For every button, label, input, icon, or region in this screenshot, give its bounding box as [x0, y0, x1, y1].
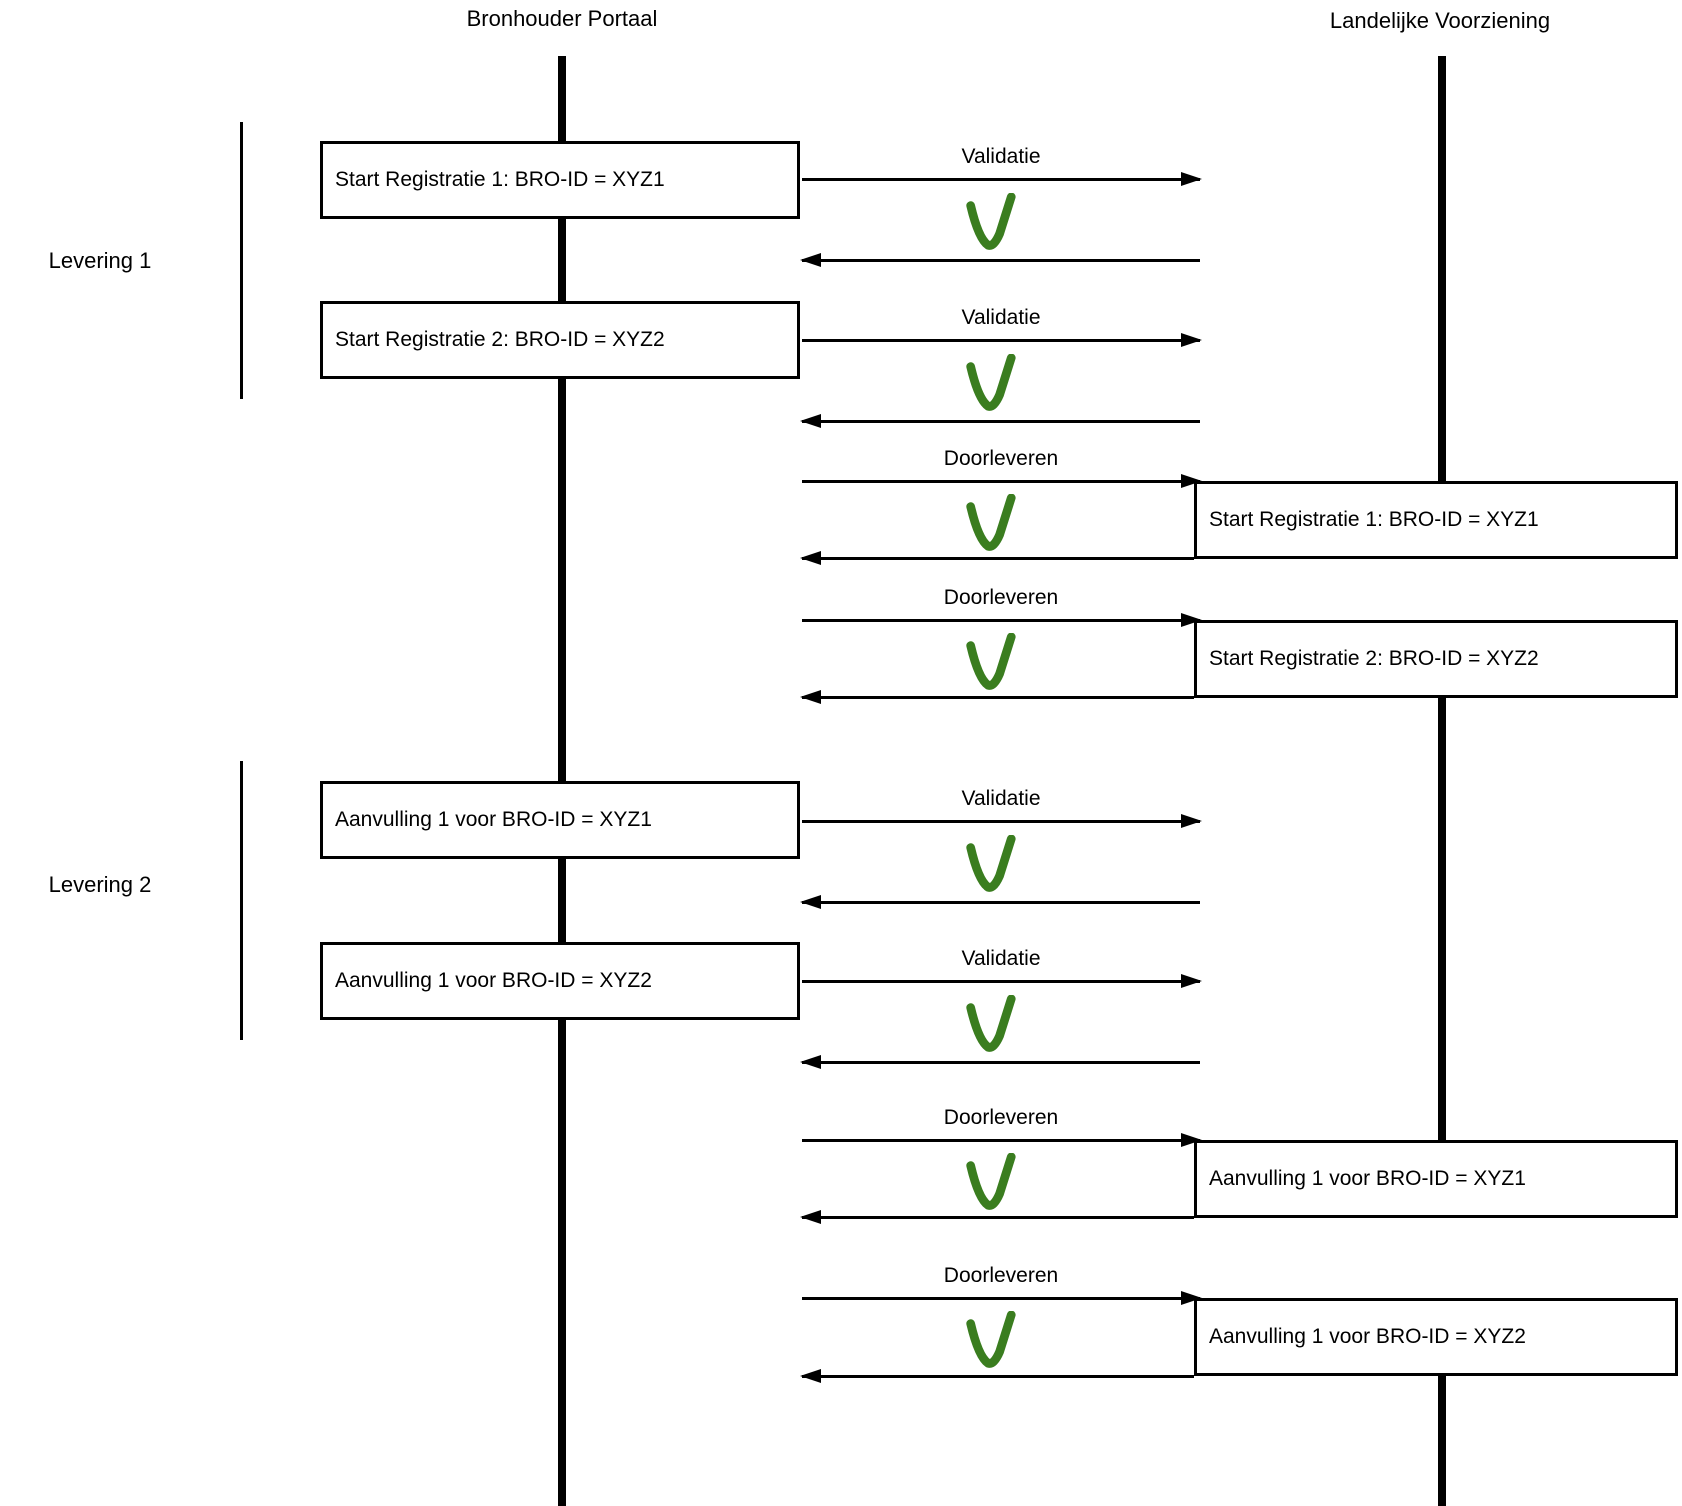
lifeline-landelijke-voorziening-segment-1: [1438, 56, 1446, 482]
request-arrow: [802, 474, 1202, 488]
message-label-doorleveren: Doorleveren: [943, 447, 1059, 470]
request-arrow: [802, 613, 1202, 627]
success-check-icon: [966, 1153, 1016, 1210]
left-box-label: Start Registratie 1: BRO-ID = XYZ1: [335, 168, 665, 191]
success-check-icon: [966, 1311, 1016, 1368]
request-arrow: [802, 974, 1202, 988]
left-box-label: Aanvulling 1 voor BRO-ID = XYZ1: [335, 808, 652, 831]
request-arrow: [802, 1133, 1202, 1147]
left-box-start-registratie-1: Start Registratie 1: BRO-ID = XYZ1: [320, 141, 800, 219]
response-arrow: [800, 1055, 1200, 1069]
levering-1-label: Levering 1: [48, 248, 152, 273]
response-arrow: [800, 1369, 1194, 1383]
response-arrow: [800, 1210, 1194, 1224]
right-box-label: Start Registratie 1: BRO-ID = XYZ1: [1209, 508, 1539, 531]
request-arrow: [802, 333, 1202, 347]
request-arrow: [802, 1291, 1202, 1305]
levering-1-bracket: [240, 122, 243, 399]
success-check-icon: [966, 995, 1016, 1052]
right-box-label: Start Registratie 2: BRO-ID = XYZ2: [1209, 647, 1539, 670]
message-label-validatie: Validatie: [961, 306, 1041, 329]
levering-2-bracket: [240, 761, 243, 1040]
left-box-label: Start Registratie 2: BRO-ID = XYZ2: [335, 328, 665, 351]
levering-2-label: Levering 2: [48, 872, 152, 897]
message-label-doorleveren: Doorleveren: [943, 1264, 1059, 1287]
message-label-doorleveren: Doorleveren: [943, 1106, 1059, 1129]
message-label-validatie: Validatie: [961, 947, 1041, 970]
right-box-label: Aanvulling 1 voor BRO-ID = XYZ2: [1209, 1325, 1526, 1348]
message-label-validatie: Validatie: [961, 787, 1041, 810]
right-box-label: Aanvulling 1 voor BRO-ID = XYZ1: [1209, 1167, 1526, 1190]
left-box-start-registratie-2: Start Registratie 2: BRO-ID = XYZ2: [320, 301, 800, 379]
response-arrow: [800, 551, 1194, 565]
success-check-icon: [966, 354, 1016, 411]
lifeline-landelijke-voorziening-segment-2: [1438, 698, 1446, 1140]
success-check-icon: [966, 494, 1016, 551]
actor-title-landelijke-voorziening: Landelijke Voorziening: [1329, 8, 1551, 33]
success-check-icon: [966, 633, 1016, 690]
request-arrow: [802, 172, 1202, 186]
response-arrow: [800, 895, 1200, 909]
lifeline-landelijke-voorziening-segment-3: [1438, 1376, 1446, 1506]
message-label-validatie: Validatie: [961, 145, 1041, 168]
success-check-icon: [966, 835, 1016, 892]
right-box-start-registratie-2: Start Registratie 2: BRO-ID = XYZ2: [1194, 620, 1678, 698]
message-label-doorleveren: Doorleveren: [943, 586, 1059, 609]
left-box-label: Aanvulling 1 voor BRO-ID = XYZ2: [335, 969, 652, 992]
response-arrow: [800, 253, 1200, 267]
right-box-start-registratie-1: Start Registratie 1: BRO-ID = XYZ1: [1194, 481, 1678, 559]
right-box-aanvulling-1-xyz1: Aanvulling 1 voor BRO-ID = XYZ1: [1194, 1140, 1678, 1218]
left-box-aanvulling-1-xyz1: Aanvulling 1 voor BRO-ID = XYZ1: [320, 781, 800, 859]
success-check-icon: [966, 193, 1016, 250]
actor-title-bronhouder-portaal: Bronhouder Portaal: [466, 6, 658, 31]
request-arrow: [802, 814, 1202, 828]
response-arrow: [800, 414, 1200, 428]
left-box-aanvulling-1-xyz2: Aanvulling 1 voor BRO-ID = XYZ2: [320, 942, 800, 1020]
response-arrow: [800, 690, 1194, 704]
right-box-aanvulling-1-xyz2: Aanvulling 1 voor BRO-ID = XYZ2: [1194, 1298, 1678, 1376]
